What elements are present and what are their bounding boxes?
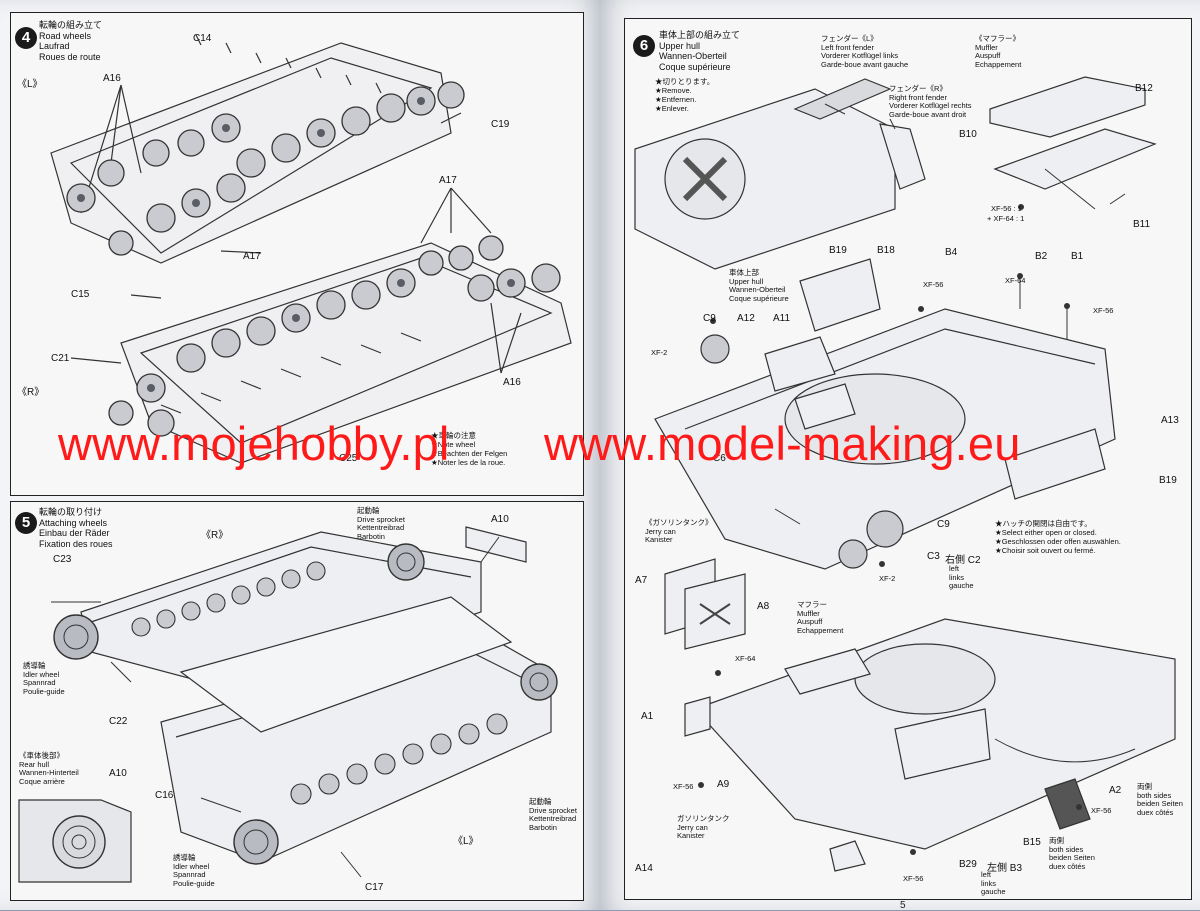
part-label: B2: [1035, 251, 1048, 262]
left-fender-note: フェンダー《L》Left front fender Vorderer Kotfl…: [821, 34, 909, 69]
hatch-note: ★ハッチの開閉は自由です。★Select either open or clos…: [995, 519, 1121, 555]
step-4-number: 4: [15, 27, 37, 49]
paint-code: XF-56 : 1: [991, 204, 1022, 213]
side-label-right: 《R》: [17, 387, 45, 398]
paint-code: XF-56: [1091, 806, 1112, 815]
road-wheel-diagram: [50, 34, 572, 464]
part-label: B4: [945, 247, 958, 258]
part-label: C21: [51, 353, 70, 364]
paint-code: XF-64: [735, 654, 756, 663]
part-label: B1: [1071, 251, 1084, 262]
part-label: A9: [717, 779, 730, 790]
part-label: C22: [109, 716, 128, 727]
upper-hull-diagram: [634, 76, 1176, 872]
cut-note: ★切りとります。★Remove. ★Entfernen.★Enlever.: [655, 77, 715, 113]
right-fender-note: フェンダー《R》Right front fender Vorderer Kotf…: [889, 84, 972, 119]
part-label: C19: [491, 119, 510, 130]
part-label: C17: [365, 882, 384, 893]
page-number: 5: [900, 900, 906, 911]
wheel-attachment-diagram: [18, 526, 558, 883]
part-label: C6: [713, 453, 726, 464]
part-label: C16: [155, 790, 174, 801]
side-label-left: 《L》: [453, 836, 479, 847]
part-label: A13: [1161, 415, 1179, 426]
part-label: C3: [927, 551, 940, 562]
part-label: C9: [937, 519, 950, 530]
part-label: A14: [635, 863, 653, 874]
part-label: B29: [959, 859, 977, 870]
part-label: B15: [1023, 837, 1041, 848]
paint-code: + XF-64 : 1: [987, 214, 1025, 223]
step-5-number: 5: [15, 512, 37, 534]
step-6-number: 6: [633, 35, 655, 57]
part-label: C14: [193, 33, 212, 44]
part-label: A11: [773, 313, 791, 324]
part-label: B11: [1133, 219, 1151, 230]
side-label-right: 《R》: [201, 530, 229, 541]
part-label: B18: [877, 245, 895, 256]
part-label: A16: [503, 377, 521, 388]
part-label: 左側 B3: [987, 863, 1023, 874]
part-label: A10: [491, 514, 509, 525]
watermark-right: www.model-making.eu: [544, 417, 1021, 470]
part-label: A8: [757, 601, 770, 612]
part-label: B19: [1159, 475, 1177, 486]
part-label: C15: [71, 289, 90, 300]
part-label: A10: [109, 768, 127, 779]
part-label: A7: [635, 575, 648, 586]
part-label: B12: [1135, 83, 1153, 94]
part-label: A2: [1109, 785, 1122, 796]
part-label: A17: [243, 251, 261, 262]
jerry-can-note: 《ガソリンタンク》Jerry can Kanister: [645, 518, 713, 544]
part-label: 右側 C2: [945, 555, 981, 566]
step-4-note: ★車輪の注意★Note wheel ★Beachten der Felgen★N…: [431, 431, 508, 467]
paint-code: XF-56: [1093, 306, 1114, 315]
paint-code: XF-56: [673, 782, 694, 791]
paint-code: XF-2: [651, 348, 668, 357]
part-label: C23: [53, 554, 72, 565]
watermark-left: www.mojehobby.pl: [58, 417, 450, 470]
side-label-left: 《L》: [17, 79, 43, 90]
paint-code: XF-64: [1005, 276, 1026, 285]
part-label: A12: [737, 313, 755, 324]
paint-code: XF-2: [879, 574, 896, 583]
paint-code: XF-56: [923, 280, 944, 289]
part-label: B19: [829, 245, 847, 256]
part-label: C9: [703, 313, 716, 324]
part-label: A17: [439, 175, 457, 186]
part-label: B10: [959, 129, 977, 140]
part-label: A16: [103, 73, 121, 84]
part-label: A1: [641, 711, 654, 722]
paint-code: XF-56: [903, 874, 924, 883]
part-label: C25: [339, 453, 358, 464]
